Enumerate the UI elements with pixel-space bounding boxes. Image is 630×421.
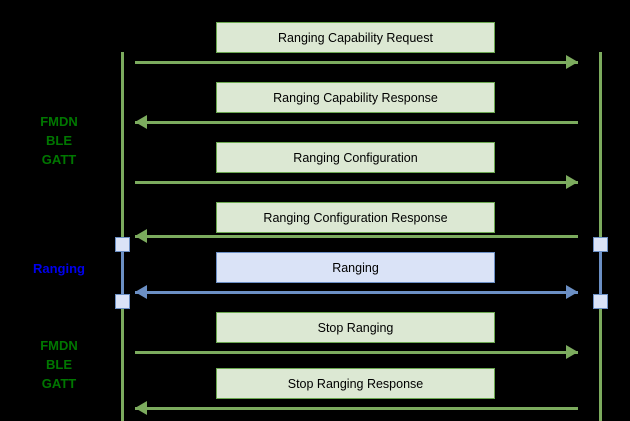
msg-stop-ranging: Stop Ranging — [216, 312, 495, 343]
msg-ranging-capability-request-arrow-head-right — [566, 55, 578, 69]
msg-ranging-configuration-response-arrow-line — [135, 235, 578, 238]
msg-stop-ranging-response-label: Stop Ranging Response — [287, 376, 424, 391]
msg-ranging-capability-response: Ranging Capability Response — [216, 82, 495, 113]
msg-ranging-arrow-line — [135, 291, 578, 294]
msg-ranging-capability-request: Ranging Capability Request — [216, 22, 495, 53]
msg-ranging: Ranging — [216, 252, 495, 283]
activation-right-end-node — [593, 294, 608, 309]
msg-ranging-capability-request-label: Ranging Capability Request — [278, 30, 433, 45]
msg-ranging-capability-response-arrow-head-left — [135, 115, 147, 129]
msg-ranging-label: Ranging — [332, 260, 379, 275]
msg-stop-ranging-arrow-line — [135, 351, 578, 354]
phase-gatt-top: FMDN BLE GATT — [40, 114, 78, 167]
msg-ranging-configuration-response: Ranging Configuration Response — [216, 202, 495, 233]
activation-right-start-node — [593, 237, 608, 252]
msg-stop-ranging-arrow-head-right — [566, 345, 578, 359]
activation-left-end-node — [115, 294, 130, 309]
msg-stop-ranging-response-arrow-head-left — [135, 401, 147, 415]
phase-ranging: Ranging — [33, 261, 85, 276]
right-lifeline — [599, 52, 602, 421]
msg-stop-ranging-response-arrow-line — [135, 407, 578, 410]
activation-left-start-node — [115, 237, 130, 252]
msg-ranging-configuration: Ranging Configuration — [216, 142, 495, 173]
msg-ranging-capability-response-arrow-line — [135, 121, 578, 124]
msg-ranging-configuration-arrow-head-right — [566, 175, 578, 189]
activation-right-bar — [599, 244, 602, 301]
msg-ranging-configuration-response-label: Ranging Configuration Response — [263, 210, 448, 225]
msg-ranging-configuration-response-arrow-head-left — [135, 229, 147, 243]
activation-left-bar — [121, 244, 124, 301]
msg-ranging-arrow-head-right — [566, 285, 578, 299]
msg-stop-ranging-label: Stop Ranging — [317, 320, 394, 335]
msg-ranging-arrow-head-left — [135, 285, 147, 299]
phase-gatt-bottom: FMDN BLE GATT — [40, 338, 78, 391]
msg-ranging-configuration-arrow-line — [135, 181, 578, 184]
msg-ranging-configuration-label: Ranging Configuration — [293, 150, 418, 165]
msg-ranging-capability-response-label: Ranging Capability Response — [273, 90, 438, 105]
msg-stop-ranging-response: Stop Ranging Response — [216, 368, 495, 399]
msg-ranging-capability-request-arrow-line — [135, 61, 578, 64]
left-lifeline — [121, 52, 124, 421]
